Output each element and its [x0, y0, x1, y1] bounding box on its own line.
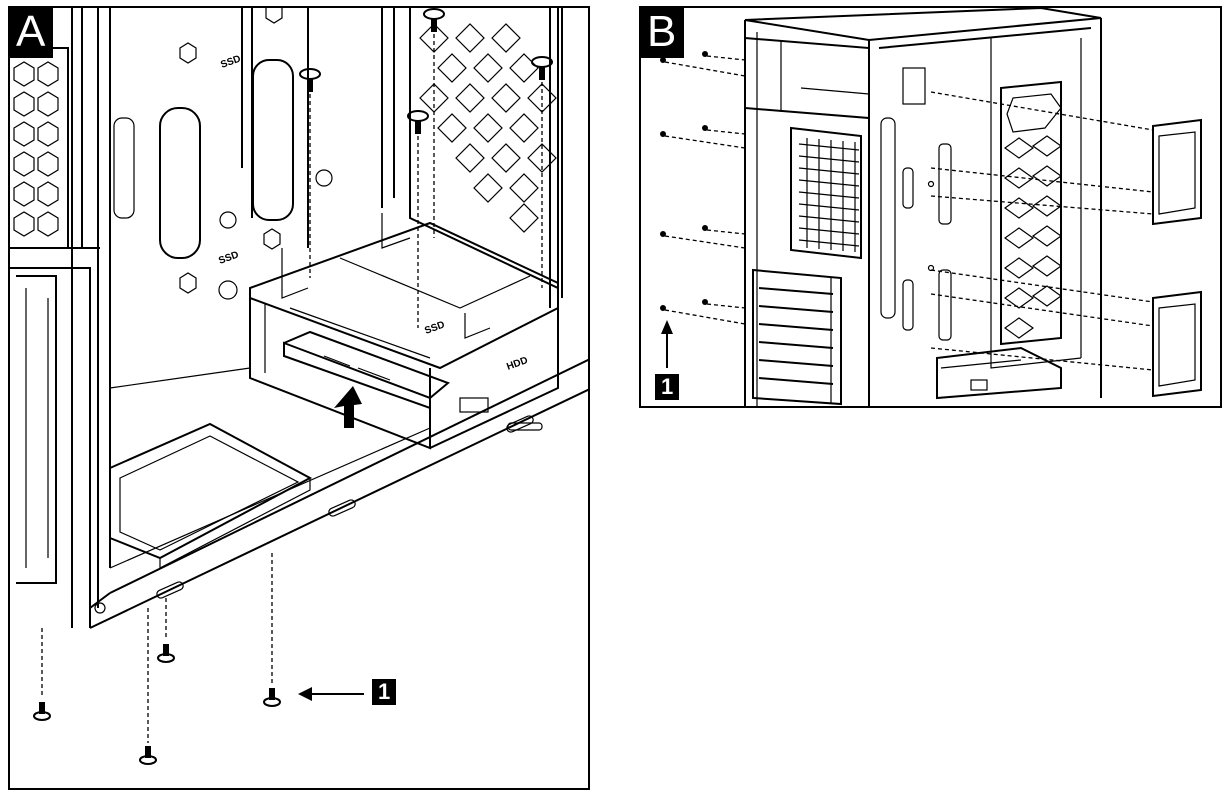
bottom-drive-bay — [936, 346, 1062, 400]
screw-guide-lines-bottom — [41, 553, 273, 743]
top-bay — [744, 36, 870, 120]
screw-guide-lines-top — [309, 34, 543, 328]
standoff-icons — [179, 8, 333, 300]
screw-icons-bottom — [33, 644, 281, 765]
bay-label-ssd-1: SSD — [219, 53, 242, 70]
drive-cage — [249, 213, 559, 450]
insert-direction-arrow-icon — [334, 386, 362, 428]
bay-label-ssd-2: SSD — [217, 249, 240, 266]
front-mesh-panel — [1000, 80, 1063, 346]
panel-a-drawing: SSD SSD SSD HDD — [10, 8, 588, 765]
panel-b-step-label: 1 — [655, 374, 680, 400]
panel-a: SSD SSD SSD HDD A 1 — [8, 6, 590, 790]
step-pointer-arrow-icon — [298, 687, 364, 701]
side-screw-icons — [660, 51, 708, 311]
panel-b-drawing — [660, 8, 1202, 406]
side-screw-guide-lines — [664, 55, 746, 325]
expansion-slots — [752, 268, 842, 406]
front-bay-plate — [16, 59, 294, 584]
hdd-drive-upper — [1152, 118, 1202, 226]
left-mesh-wall — [10, 47, 69, 249]
bay-label-hdd: HDD — [505, 355, 529, 373]
hdd-drive-lower — [1152, 290, 1202, 398]
panel-b-tag: B — [641, 8, 685, 58]
panel-b: B 1 — [639, 6, 1222, 408]
chassis-floor — [89, 358, 588, 629]
bay-label-ssd-3: SSD — [423, 319, 446, 336]
ssd-drive — [283, 330, 450, 410]
hdd-drive — [109, 422, 313, 569]
hdd-guide-lines — [930, 91, 1154, 371]
screw-icons-top — [299, 8, 553, 134]
panel-a-step-label: 1 — [372, 679, 397, 705]
panel-a-tag: A — [10, 8, 54, 58]
step-pointer-arrow-icon — [661, 320, 673, 368]
rear-fan-mesh — [790, 126, 862, 260]
motherboard-tray — [880, 67, 952, 341]
right-mesh-panel — [409, 8, 559, 290]
